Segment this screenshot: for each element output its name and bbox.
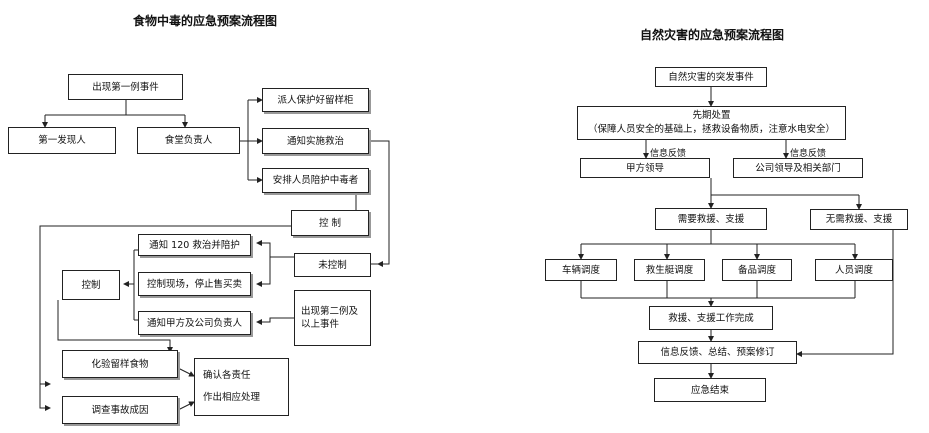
node-supplies-dispatch: 备品调度 (722, 259, 792, 281)
node-uncontrolled: 未控制 (294, 253, 371, 277)
node-first-aid: 先期处置 （保障人员安全的基础上，拯救设备物质，注意水电安全） (577, 106, 846, 140)
node-investigate: 调查事故成因 (62, 396, 178, 424)
node-need-rescue: 需要救援、支援 (655, 208, 767, 230)
edge-label-feedback-2: 信息反馈 (790, 149, 827, 159)
node-control-left: 控制 (62, 270, 120, 300)
node-vehicle-dispatch: 车辆调度 (545, 259, 617, 281)
node-second-case: 出现第二例及 以上事件 (294, 290, 371, 346)
node-first-case: 出现第一例事件 (68, 74, 183, 100)
node-no-rescue: 无需救援、支援 (810, 209, 908, 230)
node-notify-party: 通知甲方及公司负责人 (138, 311, 251, 335)
node-company-leaders: 公司领导及相关部门 (733, 158, 863, 178)
node-first-finder: 第一发现人 (8, 127, 116, 154)
node-canteen-head: 食堂负责人 (137, 127, 240, 154)
node-notify-rescue: 通知实施救治 (262, 128, 369, 154)
node-sudden-event: 自然灾害的突发事件 (655, 67, 767, 87)
node-feedback-summary: 信息反馈、总结、预案修订 (638, 341, 797, 364)
node-arrange-escort: 安排人员陪护中毒者 (262, 168, 369, 193)
node-confirm-responsibility: 确认各责任 作出相应处理 (194, 358, 289, 416)
edge-label-feedback-1: 信息反馈 (650, 149, 687, 159)
left-diagram-title: 食物中毒的应急预案流程图 (133, 14, 278, 28)
node-emergency-end: 应急结束 (654, 378, 766, 402)
node-protect-sample: 派人保护好留样柜 (262, 88, 369, 112)
node-control-top: 控 制 (291, 210, 369, 236)
node-call-120: 通知 120 救治并陪护 (138, 234, 251, 256)
node-control-scene: 控制现场，停止售买卖 (138, 272, 251, 296)
node-party-a-leader: 甲方领导 (580, 158, 710, 178)
right-diagram-title: 自然灾害的应急预案流程图 (640, 28, 785, 42)
node-lifeboat-dispatch: 救生艇调度 (634, 259, 705, 281)
node-personnel-dispatch: 人员调度 (815, 259, 893, 281)
node-test-food: 化验留样食物 (62, 350, 178, 378)
node-rescue-complete: 救援、支援工作完成 (649, 306, 773, 330)
